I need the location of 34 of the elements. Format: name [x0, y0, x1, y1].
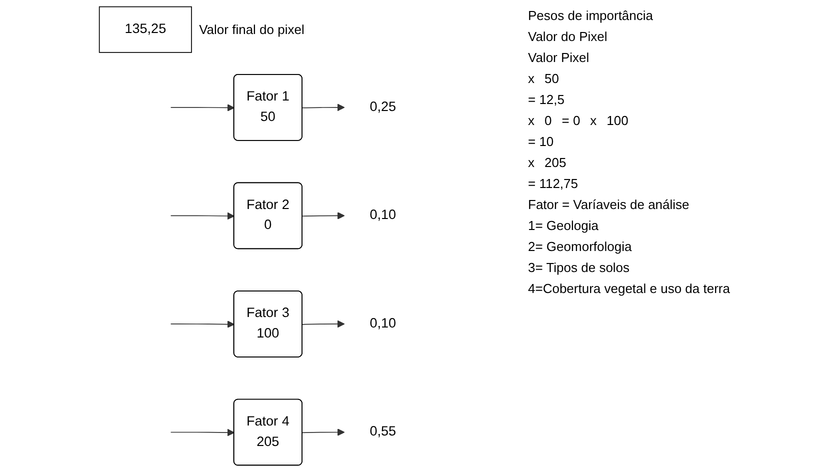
- label-text: 50: [544, 71, 559, 86]
- label-text: Valor Pixel: [528, 50, 590, 65]
- arrow: [302, 212, 344, 220]
- arrow: [170, 212, 234, 220]
- label-text: Valor do Pixel: [528, 29, 608, 44]
- arrow: [302, 428, 344, 436]
- arrow: [302, 320, 344, 328]
- label-text: 1= Geologia: [528, 218, 600, 233]
- label-text: = 0: [562, 113, 580, 128]
- label-text: x: [528, 113, 534, 128]
- label-text: = 10: [528, 134, 555, 149]
- label-text: x: [528, 155, 534, 170]
- label-text: = 112,75: [528, 176, 580, 191]
- label-text: 205: [544, 155, 566, 170]
- label-text: 3= Tipos de solos: [528, 260, 631, 275]
- label-text: 100: [606, 113, 628, 128]
- node-text: 0,10: [369, 316, 396, 331]
- label-text: Pesos de importância: [528, 8, 654, 23]
- label-text: Fator = Varíaveis de análise: [528, 197, 690, 212]
- label-text: 4=Cobertura vegetal e uso da terra: [528, 281, 731, 296]
- label-text: 2= Geomorfologia: [528, 239, 633, 254]
- result-caption: Valor final do pixel: [199, 22, 304, 37]
- label-text: = 12,5: [528, 92, 566, 107]
- node-text: 0,10: [369, 208, 396, 222]
- label-text: x: [528, 71, 534, 86]
- node-box: 135,25: [98, 6, 192, 53]
- arrow: [170, 320, 234, 328]
- arrow: [170, 428, 234, 436]
- node-text: 0,25: [369, 100, 396, 114]
- arrow: [170, 104, 234, 112]
- label-text: 0: [544, 113, 552, 128]
- label-text: x: [590, 113, 597, 128]
- node-text: 0,55: [369, 424, 396, 440]
- arrow: [302, 104, 344, 112]
